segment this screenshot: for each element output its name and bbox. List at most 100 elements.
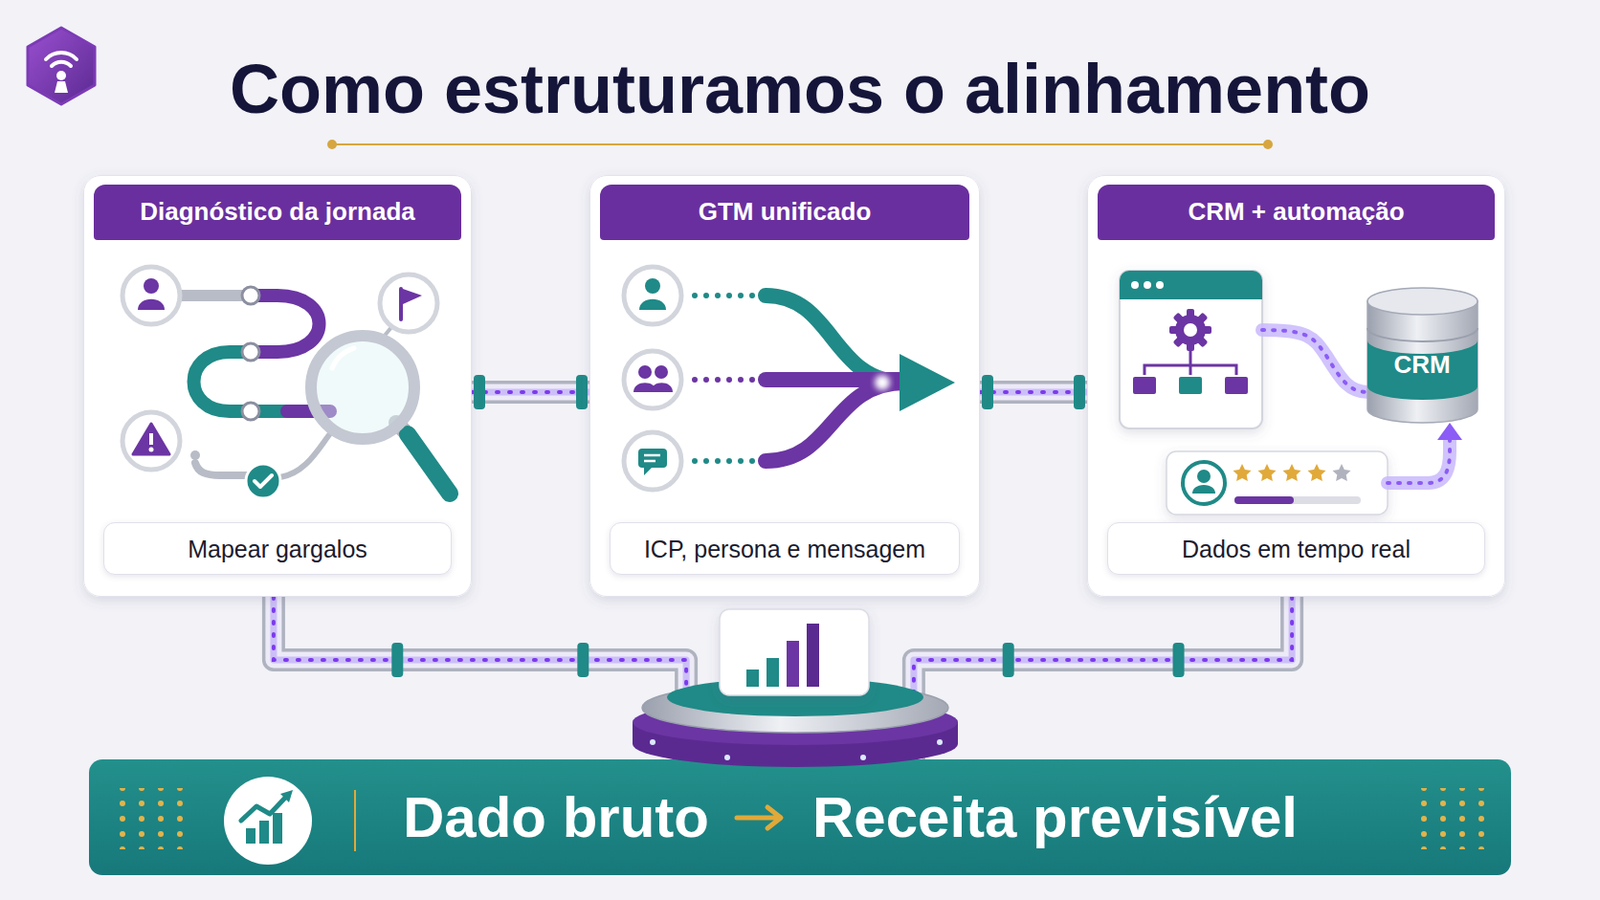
- logo-badge: [54, 81, 68, 93]
- crm-automation-illustration: [1143, 281, 1152, 289]
- journey-map-illustration: [149, 433, 154, 445]
- pipe-light: [979, 390, 1088, 395]
- crm-automation-illustration: [1387, 438, 1450, 484]
- pipe-collar: [981, 375, 994, 410]
- card-panels: [1087, 175, 1506, 598]
- journey-map-illustration: [242, 287, 260, 305]
- result-banner-ground: [354, 790, 356, 852]
- crm-automation-illustration: [1166, 451, 1388, 515]
- banner-arrow-line: [736, 807, 781, 829]
- caption-text: Mapear gargalos: [187, 534, 368, 564]
- data-hub: [724, 755, 731, 761]
- pipe-collar: [577, 643, 589, 678]
- journey-map-illustration: [280, 432, 332, 478]
- crm-automation-illustration: [1367, 328, 1478, 342]
- journey-map-illustration: [122, 266, 450, 499]
- crm-automation-illustration: [1367, 301, 1478, 423]
- card-header: GTM unificado: [600, 184, 970, 241]
- stage-card: GTM unificadoICP, persona e mensagem: [589, 175, 980, 598]
- crm-automation-illustration: [1367, 288, 1478, 315]
- result-banner-ground: [241, 796, 288, 822]
- data-hub: [719, 609, 869, 696]
- data-hub: [860, 755, 867, 761]
- pipe-collar: [1173, 643, 1185, 678]
- result-banner-ground: [88, 759, 1512, 876]
- crm-automation-illustration: [1234, 496, 1361, 505]
- crm-automation-illustration: [1133, 377, 1156, 395]
- title-rule: [327, 139, 1273, 150]
- journey-map-illustration: [194, 352, 289, 412]
- gtm-funnel-illustration: [623, 266, 956, 490]
- pipe-shell: [913, 597, 1292, 760]
- banner-text: Receita previsível: [812, 786, 1298, 850]
- crm-automation-illustration: [1169, 309, 1212, 352]
- result-banner: Dado brutoReceita previsível: [88, 759, 1512, 876]
- logo-badge: [27, 27, 95, 105]
- journey-map-illustration: [149, 447, 155, 453]
- pipe-collar: [1002, 643, 1015, 678]
- crm-automation-illustration: [1233, 464, 1252, 482]
- crm-automation-illustration: [1119, 270, 1263, 300]
- journey-map-illustration: [137, 299, 165, 311]
- gtm-funnel-illustration: [644, 278, 661, 294]
- pipe-shell: [979, 380, 1088, 404]
- gtm-funnel-illustration: [765, 295, 906, 383]
- gtm-funnel-illustration: [638, 365, 652, 379]
- journey-map-illustration: [332, 348, 355, 369]
- caption-box: Mapear gargalos: [103, 522, 452, 576]
- result-banner-ground: [245, 828, 256, 845]
- label-holder: CRM: [1364, 348, 1480, 381]
- caption-text: Dados em tempo real: [1181, 534, 1411, 564]
- gtm-funnel-illustration: [694, 292, 756, 299]
- gtm-funnel-illustration: [638, 448, 667, 468]
- pipe-glass: [471, 384, 590, 401]
- journey-map-illustration: [254, 475, 272, 488]
- pipe-connector: [913, 597, 1292, 760]
- data-hub: [746, 669, 759, 688]
- gtm-funnel-illustration: [644, 466, 653, 476]
- journey-map-illustration: [133, 423, 170, 455]
- result-banner-ground: [88, 759, 1512, 876]
- journey-map-illustration: [242, 343, 260, 361]
- result-banner-ground: [259, 821, 269, 845]
- gtm-funnel-illustration: [694, 458, 756, 465]
- journey-map-illustration: [195, 463, 247, 476]
- pipe-glass: [979, 384, 1088, 401]
- gtm-funnel-illustration: [639, 299, 667, 311]
- journey-map-illustration: [190, 450, 200, 461]
- pipe-shell: [471, 380, 590, 404]
- journey-map-illustration: [245, 464, 281, 499]
- gtm-funnel-illustration: [644, 454, 661, 458]
- crm-automation-illustration: [1119, 270, 1478, 515]
- pipe-connector: [273, 597, 687, 760]
- pipe-glow: [471, 389, 590, 397]
- gtm-funnel-illustration: [899, 354, 956, 412]
- pipe-light: [273, 597, 687, 760]
- gtm-funnel-illustration: [650, 382, 673, 393]
- crm-automation-illustration: [1155, 281, 1164, 289]
- pipe-glow: [273, 597, 687, 760]
- crm-automation-illustration: [1182, 462, 1225, 505]
- stage-card: Diagnóstico da jornadaMapear gargalos: [83, 175, 472, 598]
- gtm-funnel-illustration: [654, 365, 668, 379]
- result-banner-ground: [223, 777, 312, 866]
- result-banner-ground: [112, 788, 190, 850]
- crm-automation-illustration: [1175, 314, 1206, 346]
- data-hub: [806, 623, 820, 688]
- crm-automation-illustration: [1367, 340, 1478, 400]
- journey-map-illustration: [311, 335, 415, 440]
- card-panels: [83, 175, 1506, 598]
- crm-automation-illustration: [1258, 464, 1277, 482]
- crm-automation-illustration: [1119, 270, 1263, 429]
- gtm-funnel-illustration: [874, 375, 890, 391]
- crm-automation-illustration: [1333, 464, 1352, 482]
- crm-automation-illustration: [1262, 330, 1369, 393]
- crm-automation-illustration: [1308, 464, 1327, 482]
- crm-automation-illustration: [1224, 377, 1248, 395]
- title-rule: [1263, 139, 1273, 150]
- pipe-light: [913, 597, 1292, 760]
- diagram-title: Como estruturamos o alinhamento: [229, 49, 1371, 130]
- pipe-glow: [979, 389, 1088, 397]
- title-holder: Como estruturamos o alinhamento: [0, 49, 1600, 130]
